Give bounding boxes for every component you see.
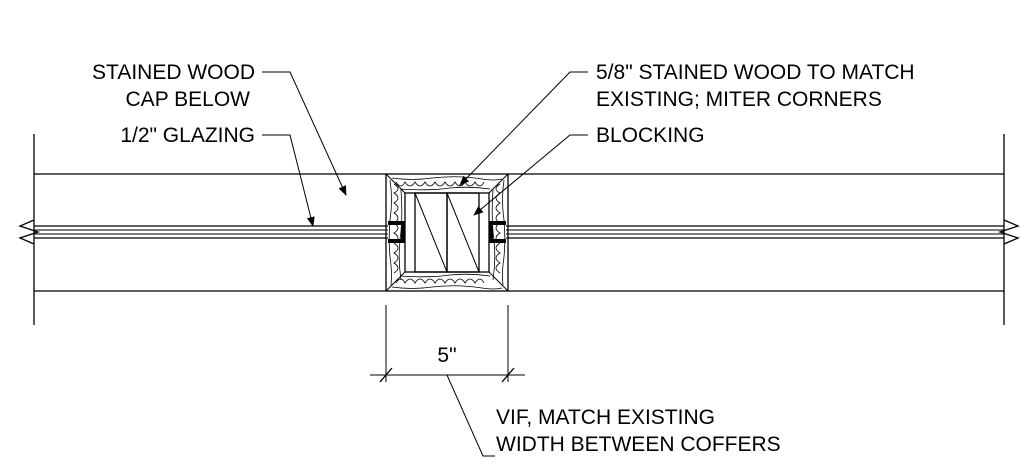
label-glazing: 1/2" GLAZING <box>120 124 255 147</box>
leader-stained-wood-match <box>459 71 588 186</box>
glazing-stop-right <box>489 221 506 243</box>
blocking <box>414 192 480 273</box>
dimension-5in <box>370 305 525 457</box>
glazing-stop-left <box>388 221 405 243</box>
leader-stained-wood-cap <box>262 71 347 196</box>
glazing-panel-right <box>506 219 1020 245</box>
label-vif-2: WIDTH BETWEEN COFFERS <box>496 433 781 456</box>
label-vif-1: VIF, MATCH EXISTING <box>496 406 715 429</box>
label-stained-wood-cap-1: STAINED WOOD <box>92 61 255 84</box>
label-stained-wood-cap-2: CAP BELOW <box>126 88 251 111</box>
glazing-panel-left <box>18 219 388 245</box>
label-stained-wood-match-2: EXISTING; MITER CORNERS <box>596 88 882 111</box>
label-dimension: 5" <box>437 344 456 367</box>
leader-blocking <box>473 134 588 216</box>
label-blocking: BLOCKING <box>596 124 705 147</box>
leader-glazing <box>262 134 315 227</box>
label-stained-wood-match-1: 5/8" STAINED WOOD TO MATCH <box>596 61 915 84</box>
